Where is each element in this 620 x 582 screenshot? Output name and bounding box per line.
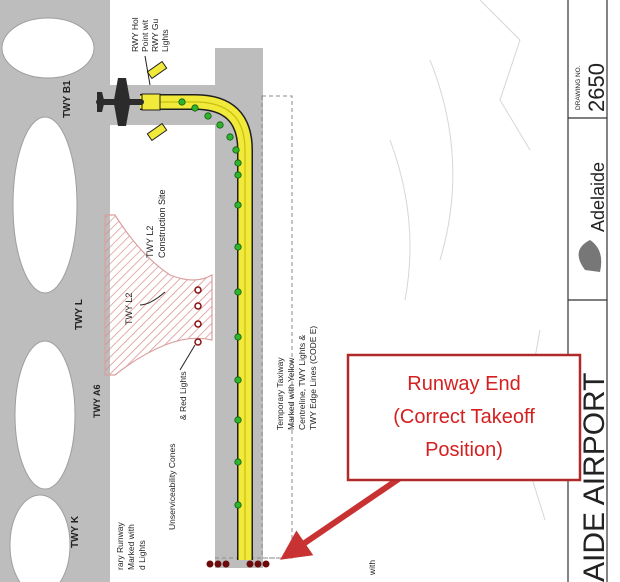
taxiway-lights [178, 98, 242, 509]
callout-arrow [280, 475, 402, 560]
grass-island-3 [14, 340, 76, 490]
aircraft-icon [96, 78, 144, 126]
label-temp-runway-1: rary Runway [115, 522, 125, 570]
label-temp-taxiway-4: TWY Edge Lines (CODE E) [308, 326, 318, 430]
label-twy-k: TWY K [70, 515, 81, 548]
label-rwy-hold-3: RWY Gu [150, 19, 160, 52]
callout-box [346, 353, 582, 482]
lower-island [110, 300, 212, 568]
label-cones-2: & Red Lights [178, 371, 188, 420]
label-rwy-hold-4: Lights [160, 29, 170, 52]
label-bottom-partial: with [367, 560, 377, 576]
label-rwy-hold-1: RWY Hol [130, 17, 140, 52]
airport-name: AIDE AIRPORT [578, 372, 611, 582]
logo-mark [578, 240, 602, 272]
grass-island-2 [12, 116, 78, 294]
label-temp-taxiway-3: Centreline, TWY Lights & [297, 335, 307, 430]
runway-end-lights [206, 560, 270, 568]
title-block [567, 0, 608, 582]
label-twy-l2-construction-1: TWY L2 [145, 226, 155, 258]
label-temp-runway-3: d Lights [137, 540, 147, 570]
label-twy-l: TWY L [74, 299, 85, 330]
label-temp-taxiway-2: Marked with Yellow [286, 357, 296, 430]
grass-island-top [1, 17, 95, 79]
construction-site [104, 214, 213, 376]
temporary-boundary [261, 95, 293, 559]
label-twy-l2-construction-2: Construction Site [157, 189, 167, 258]
label-temp-taxiway-1: Temporary Taxiway [275, 357, 285, 430]
drawing-no-label: DRAWING NO. [575, 65, 582, 110]
callout-line-2: (Correct Takeoff [393, 406, 535, 428]
grass-island-4 [9, 494, 71, 582]
label-rwy-hold-2: Point wit [140, 19, 150, 52]
label-twy-b1-a: TWY B1 [62, 80, 73, 118]
taxiway-centreline [140, 101, 246, 560]
label-cones-1: Unserviceability Cones [167, 444, 177, 530]
callout-line-1: Runway End [407, 373, 520, 395]
drawing-number: 2650 [584, 63, 609, 112]
adelaide-partial: Adelaide [588, 162, 608, 232]
callout-line-3: Position) [425, 439, 503, 461]
construction-leader [139, 291, 166, 306]
hold-leader [144, 55, 151, 86]
cones-leader [179, 344, 196, 371]
label-twy-l2: TWY L2 [124, 293, 134, 325]
unserviceability-lights [194, 286, 202, 346]
label-temp-runway-2: Marked with [126, 524, 136, 570]
label-twy-a6: TWY A6 [92, 384, 102, 418]
